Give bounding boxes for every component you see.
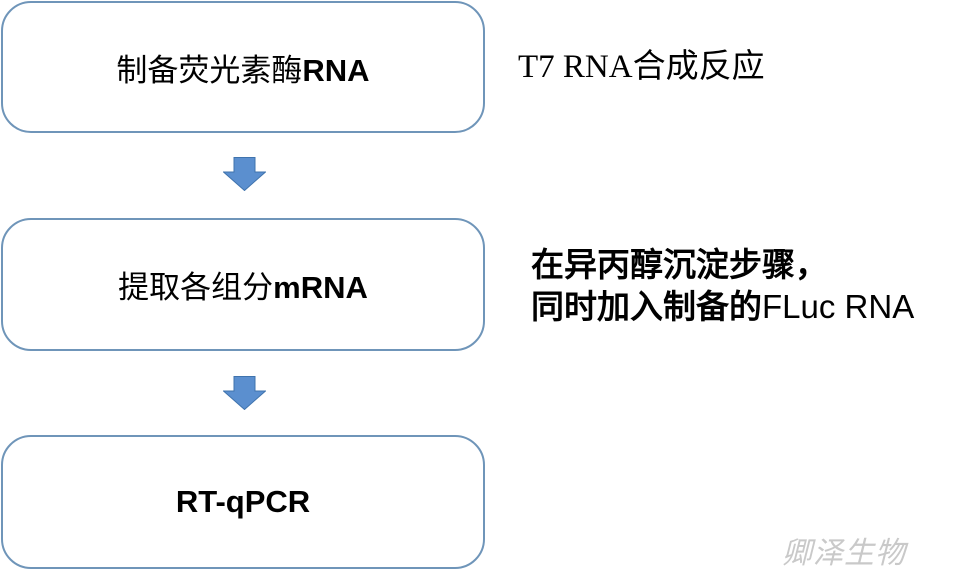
down-arrow-icon <box>223 157 266 191</box>
step-box-rt-qpcr: RT-qPCR <box>1 435 485 569</box>
watermark: 卿泽生物 <box>782 536 906 571</box>
step-label: 制备荧光素酶RNA <box>116 52 370 89</box>
note-line-1: 在异丙醇沉淀步骤， <box>531 245 828 284</box>
step-box-extract-mrna: 提取各组分mRNA <box>1 218 485 351</box>
down-arrow-icon <box>223 376 266 410</box>
step-label: 提取各组分mRNA <box>118 270 368 306</box>
note-isopropanol-step: 在异丙醇沉淀步骤， 同时加入制备的FLuc RNA <box>531 244 914 328</box>
step-box-prepare-luciferase-rna: 制备荧光素酶RNA <box>1 1 485 133</box>
note-t7-synthesis: T7 RNA合成反应 <box>518 49 765 85</box>
note-line-2: 同时加入制备的FLuc RNA <box>531 287 915 326</box>
step-label: RT-qPCR <box>175 484 311 519</box>
